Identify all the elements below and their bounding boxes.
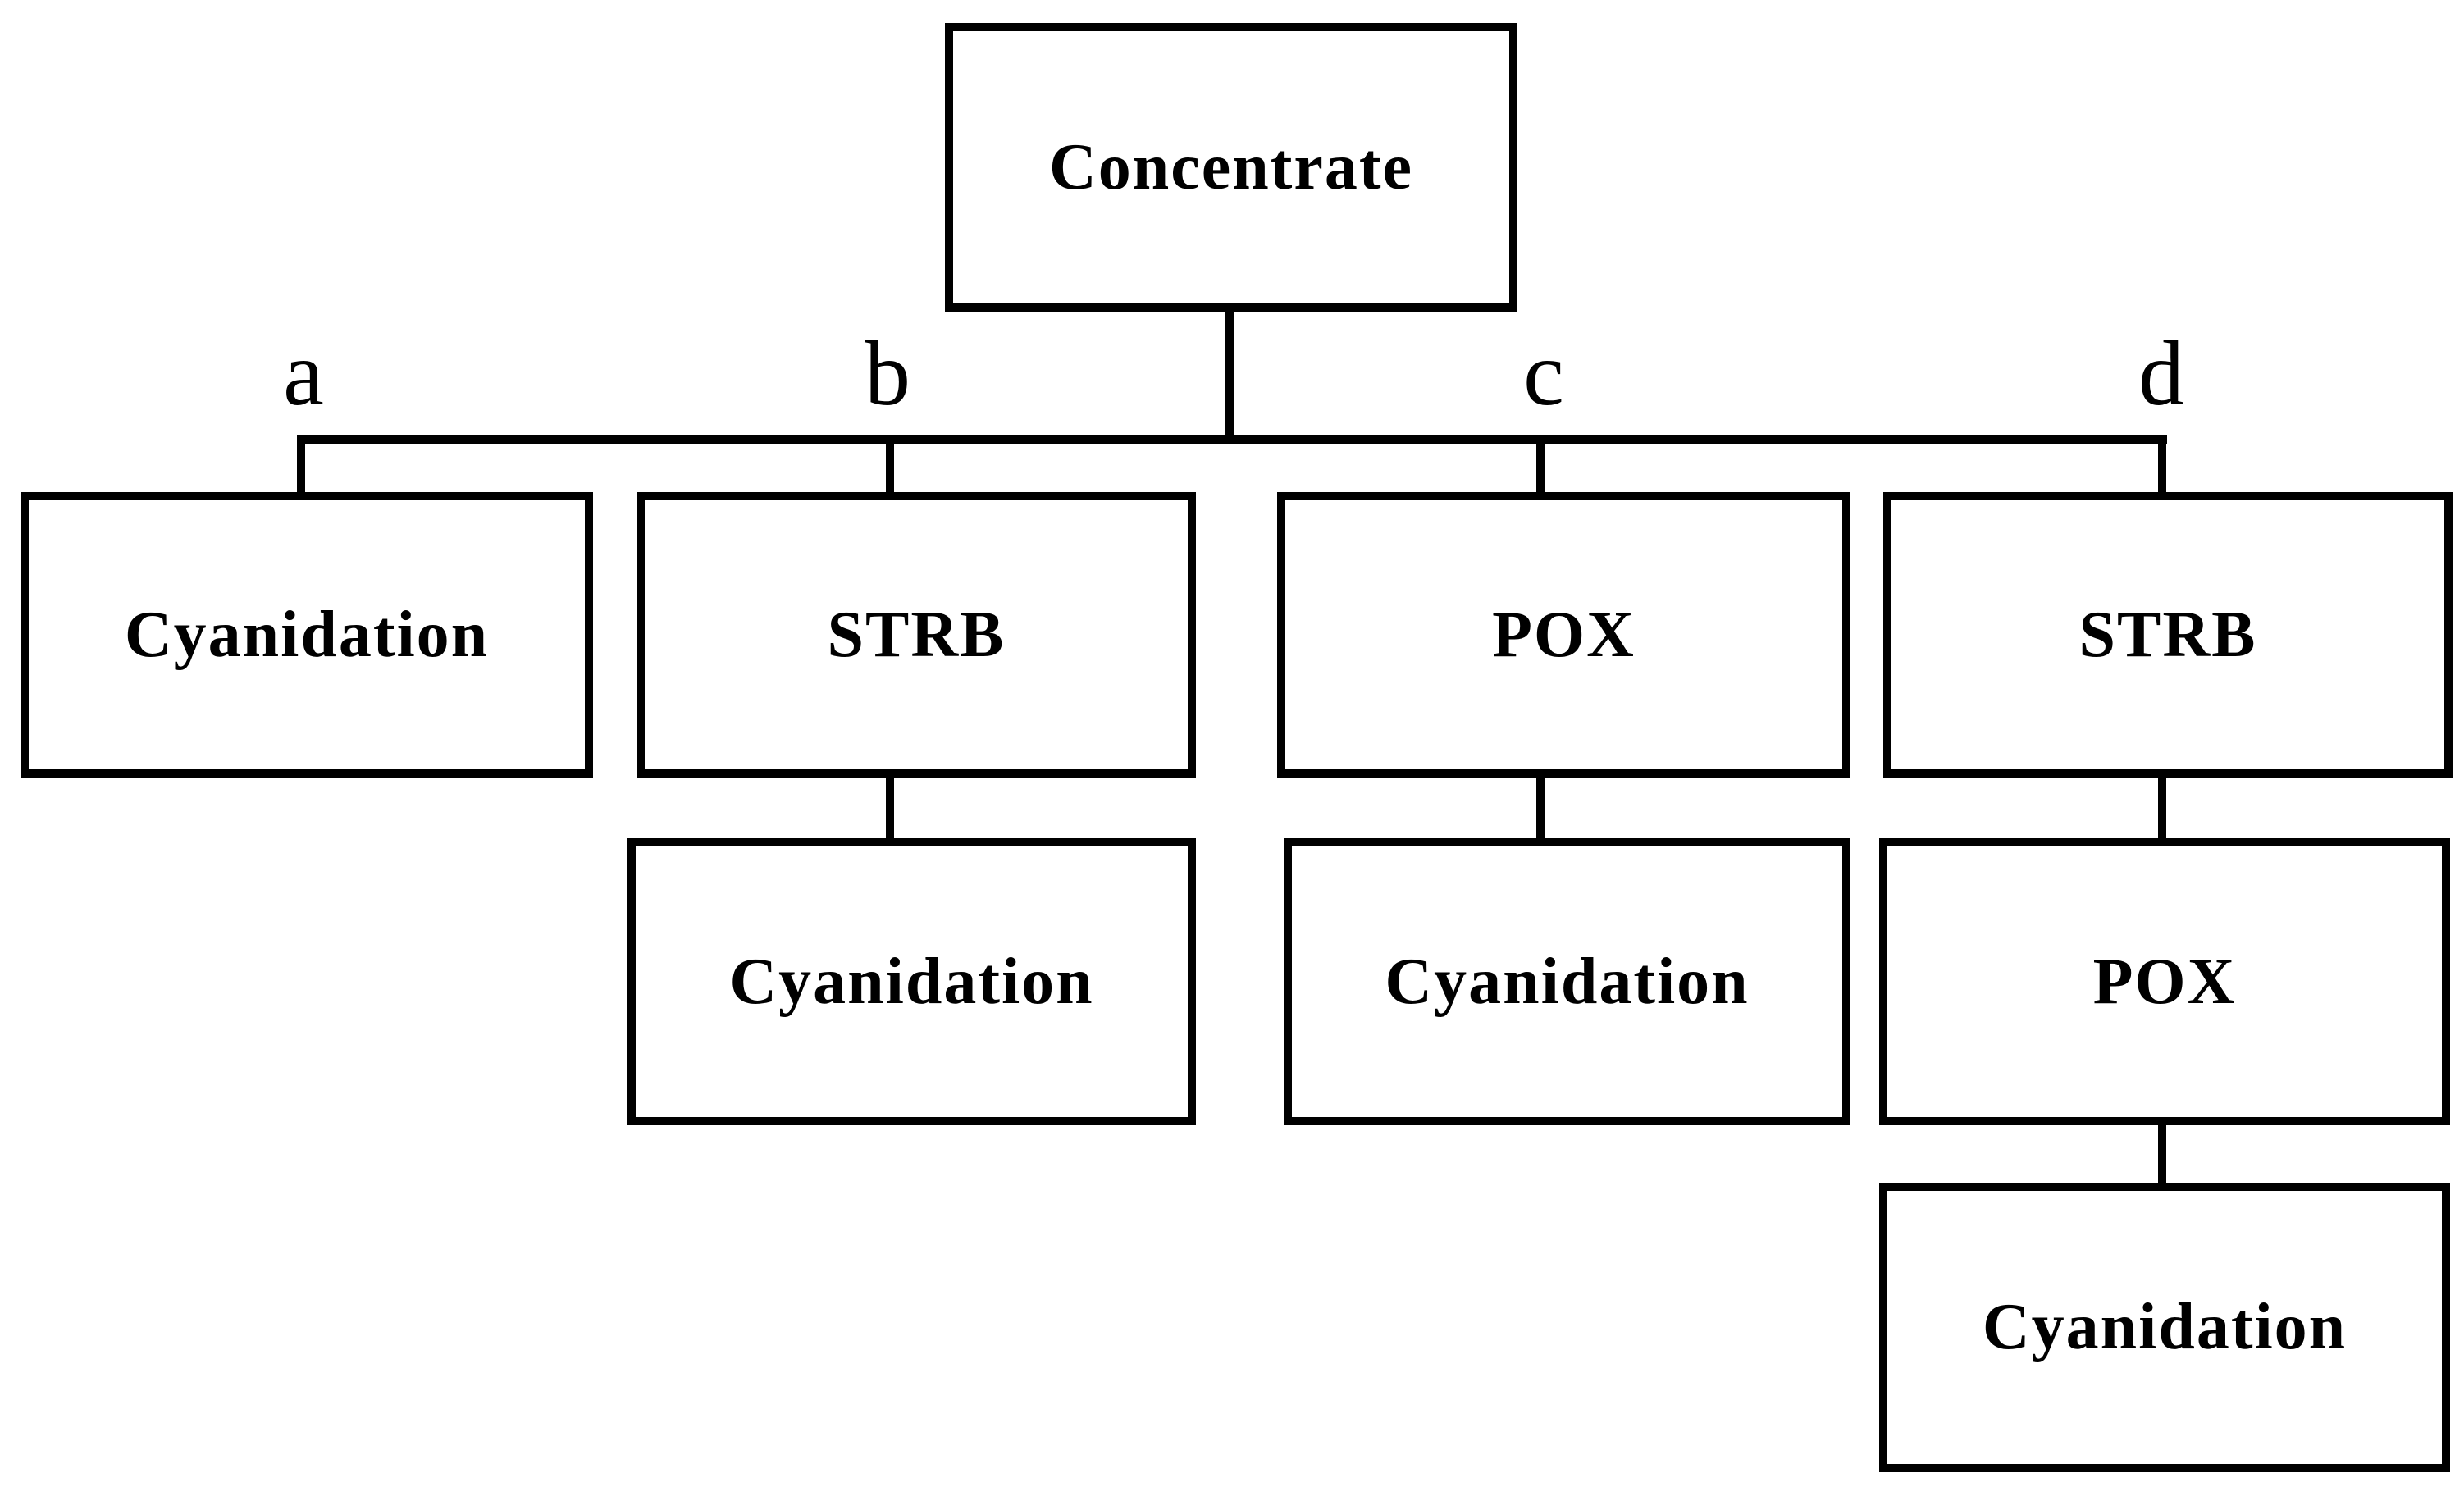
branch-label-d: d: [2063, 322, 2260, 420]
branch-label-a: a: [205, 322, 402, 420]
connector-bus: [297, 435, 2167, 444]
branch-label-b-text: b: [865, 323, 910, 425]
box-b-strb: STRB: [637, 492, 1196, 778]
box-d-strb: STRB: [1883, 492, 2453, 778]
box-a-cyanidation-label: Cyanidation: [124, 598, 490, 671]
connector-d-pox-cyanidation: [2158, 1122, 2166, 1186]
box-d-cyanidation-label: Cyanidation: [1982, 1291, 2348, 1363]
connector-root-stem: [1225, 305, 1234, 440]
box-c-cyanidation-label: Cyanidation: [1385, 945, 1750, 1018]
branch-label-c-text: c: [1523, 323, 1564, 425]
box-c-pox: POX: [1277, 492, 1850, 778]
connector-drop-b: [886, 435, 894, 499]
box-d-pox: POX: [1879, 838, 2450, 1125]
connector-b-strb-cyanidation: [886, 774, 894, 840]
box-b-strb-label: STRB: [827, 598, 1006, 671]
connector-c-pox-cyanidation: [1536, 774, 1545, 840]
box-concentrate: Concentrate: [945, 23, 1517, 312]
box-b-cyanidation-label: Cyanidation: [729, 945, 1094, 1018]
box-c-pox-label: POX: [1492, 598, 1636, 671]
connector-drop-d: [2158, 435, 2166, 499]
branch-label-d-text: d: [2138, 323, 2184, 425]
branch-label-c: c: [1445, 322, 1642, 420]
connector-d-strb-pox: [2158, 774, 2166, 840]
box-d-pox-label: POX: [2092, 945, 2237, 1018]
box-d-cyanidation: Cyanidation: [1879, 1183, 2450, 1472]
branch-label-a-text: a: [283, 323, 324, 425]
box-concentrate-label: Concentrate: [1048, 130, 1414, 203]
branch-label-b: b: [789, 322, 986, 420]
connector-drop-a: [297, 435, 305, 499]
box-c-cyanidation: Cyanidation: [1284, 838, 1850, 1125]
box-a-cyanidation: Cyanidation: [21, 492, 593, 778]
box-b-cyanidation: Cyanidation: [627, 838, 1196, 1125]
box-d-strb-label: STRB: [2078, 598, 2257, 671]
connector-drop-c: [1536, 435, 1545, 499]
